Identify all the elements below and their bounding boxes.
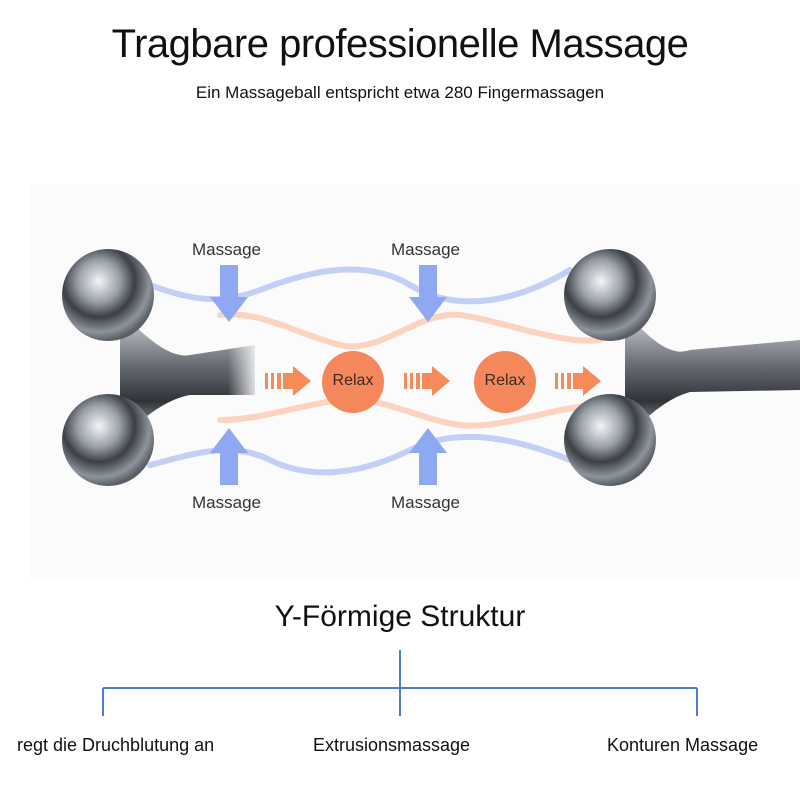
relax-label: Relax (484, 372, 526, 389)
roller-right (564, 249, 800, 486)
subtitle: Ein Massageball entspricht etwa 280 Fing… (195, 83, 605, 102)
massage-label: Massage (192, 493, 261, 512)
page-title: Tragbare professionelle Massage (111, 22, 689, 66)
wave-orange-top (217, 311, 603, 350)
wave-blue-bottom (147, 433, 573, 476)
massage-label: Massage (192, 240, 261, 259)
relax-circle (474, 351, 536, 413)
structure-item-contour: Konturen Massage (607, 735, 759, 755)
structure-item-circulation: regt die Druchblutung an (17, 735, 215, 755)
wave-orange-bottom (217, 396, 603, 429)
arrow-up-icon (210, 428, 248, 485)
arrow-right-icon (555, 366, 601, 396)
wave-blue-top (147, 266, 573, 305)
structure-tree-lines (102, 650, 698, 716)
massage-label: Massage (391, 493, 460, 512)
massage-label: Massage (391, 240, 460, 259)
roller-left (62, 249, 260, 486)
arrow-down-icon (409, 265, 447, 322)
relax-label: Relax (332, 372, 374, 389)
arrow-right-icon (265, 366, 311, 396)
relax-circle (322, 351, 384, 413)
arrow-right-icon (404, 366, 450, 396)
arrow-down-icon (210, 265, 248, 322)
structure-item-extrusion: Extrusionsmassage (313, 735, 471, 755)
structure-title: Y-Förmige Struktur (274, 600, 526, 633)
arrow-up-icon (409, 428, 447, 485)
